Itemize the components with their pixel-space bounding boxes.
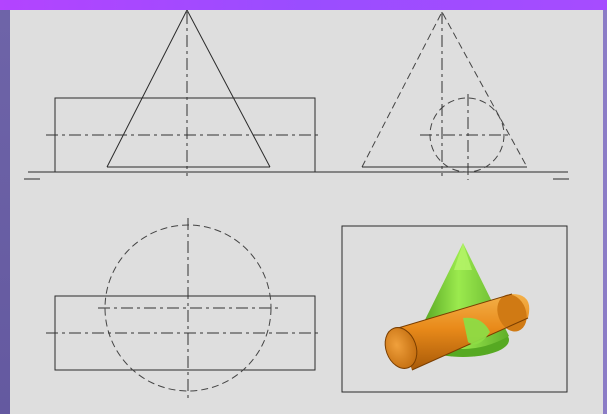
3d-view-frame xyxy=(341,225,568,393)
left-frame xyxy=(0,10,10,414)
ground-line xyxy=(24,171,569,180)
side-view xyxy=(361,10,528,180)
top-view xyxy=(46,218,322,400)
drawing-svg xyxy=(24,10,569,400)
right-frame xyxy=(603,10,607,414)
cylinder-shape xyxy=(384,293,530,371)
front-cone-outline xyxy=(106,10,271,168)
3d-view xyxy=(341,225,568,393)
front-view xyxy=(46,10,322,176)
drawing-canvas xyxy=(10,10,603,414)
side-cone-outline xyxy=(361,10,528,168)
title-bar xyxy=(0,0,607,10)
